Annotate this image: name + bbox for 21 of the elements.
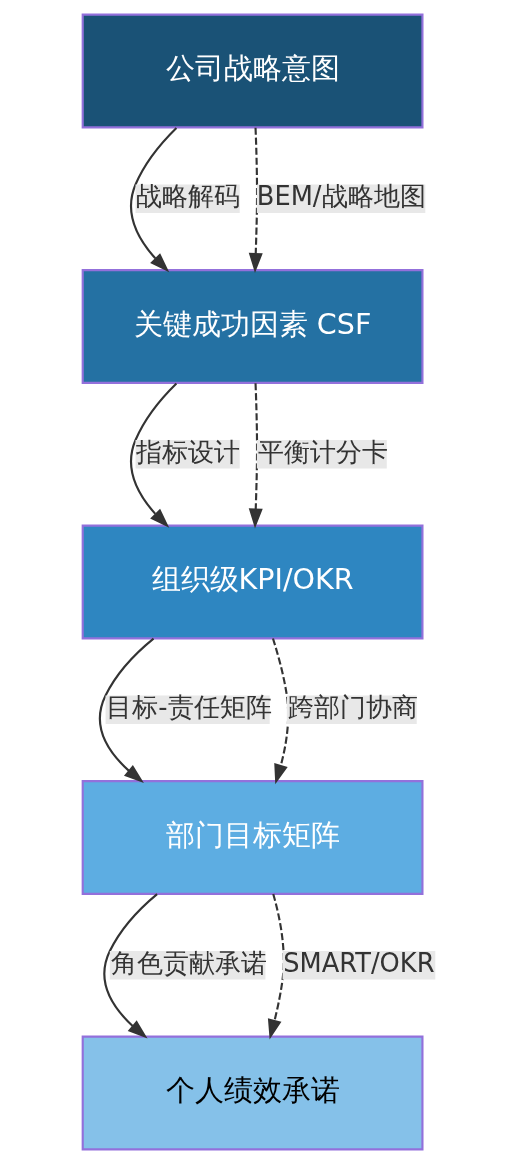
node-box: 部门目标矩阵: [81, 780, 424, 895]
edge-label: 目标-责任矩阵: [106, 692, 272, 723]
edge-label: SMART/OKR: [283, 947, 435, 978]
arrow: [130, 382, 178, 528]
arrow: [98, 637, 155, 784]
arrow: [271, 638, 290, 785]
arrow: [103, 893, 158, 1039]
edge-label: 跨部门协商: [287, 692, 418, 723]
edge-label: BEM/战略地图: [256, 181, 426, 212]
node-box: 组织级KPI/OKR: [81, 524, 424, 640]
node-box: 关键成功因素 CSF: [81, 269, 424, 384]
edge-label: 平衡计分卡: [257, 436, 388, 467]
edge-label: 指标设计: [136, 436, 241, 467]
arrow: [248, 383, 263, 529]
edge-label: 战略解码: [136, 181, 241, 212]
node-box: 个人绩效承诺: [81, 1035, 424, 1151]
edge-label: 角色贡献承诺: [110, 947, 267, 978]
arrow: [267, 893, 285, 1040]
arrow: [130, 127, 178, 273]
node-box: 公司战略意图: [81, 13, 424, 129]
arrow: [248, 127, 263, 274]
